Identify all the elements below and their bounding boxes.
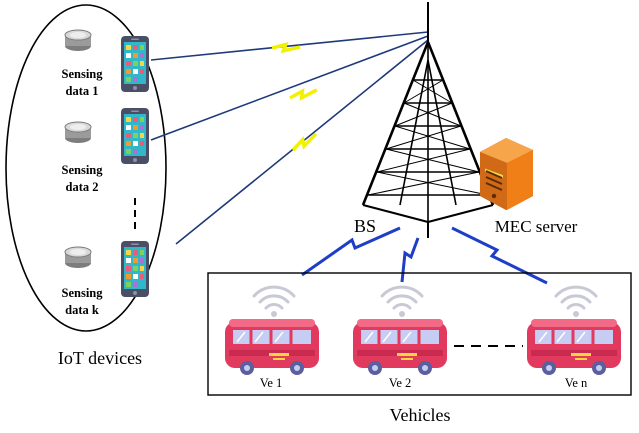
vehicles-label: Vehicles <box>390 405 451 425</box>
vehicle-n: Ve n <box>525 285 623 390</box>
link-line-1 <box>150 31 429 61</box>
bs-label: BS <box>354 216 376 236</box>
iot-devices-group: Sensing data 1 Sensing data 2 Sensing da… <box>5 4 167 368</box>
vehicle-label: Ve 1 <box>260 376 283 390</box>
iot-device-k: Sensing data k <box>62 241 149 317</box>
sensing-label-line1: Sensing <box>62 163 104 177</box>
vehicle-label: Ve 2 <box>389 376 412 390</box>
bus-icon <box>351 317 449 377</box>
sensing-label-line1: Sensing <box>62 67 104 81</box>
wifi-icon <box>252 285 296 319</box>
mec-server-label: MEC server <box>495 217 578 236</box>
vehicle-1: Ve 1 <box>223 285 321 390</box>
lightning-icon <box>287 84 320 104</box>
smartphone-icon <box>121 241 149 297</box>
lightning-icon <box>400 237 420 283</box>
lightning-icon <box>270 41 303 54</box>
sensing-label-line1: Sensing <box>62 286 104 300</box>
sensing-label-line2: data k <box>65 303 99 317</box>
iot-devices-label: IoT devices <box>58 348 142 368</box>
sensing-label-line2: data 2 <box>66 180 99 194</box>
vehicles-group: Ve 1 Ve 2 Ve n Vehicles <box>207 272 632 425</box>
sensing-label-line2: data 1 <box>66 84 99 98</box>
iot-device-1: Sensing data 1 <box>62 29 149 98</box>
server-icon <box>480 138 533 210</box>
smartphone-icon <box>121 108 149 164</box>
lightning-icon <box>289 129 320 155</box>
database-icon <box>64 29 92 52</box>
vehicle-label: Ve n <box>565 376 588 390</box>
iot-ellipse <box>5 4 167 332</box>
bus-icon <box>223 317 321 377</box>
lightning-icon <box>451 226 548 285</box>
bus-icon <box>525 317 623 377</box>
wifi-icon <box>380 285 424 319</box>
vehicle-2: Ve 2 <box>351 285 449 390</box>
vehicles-box <box>207 272 632 396</box>
link-line-2 <box>150 35 429 141</box>
uplink-lines <box>150 31 429 245</box>
lightning-icon <box>301 226 401 277</box>
downlink-bolts <box>301 226 548 285</box>
smartphone-icon <box>121 36 149 92</box>
wifi-icon <box>554 285 598 319</box>
database-icon <box>64 121 92 144</box>
database-icon <box>64 246 92 269</box>
iot-device-2: Sensing data 2 <box>62 108 149 194</box>
